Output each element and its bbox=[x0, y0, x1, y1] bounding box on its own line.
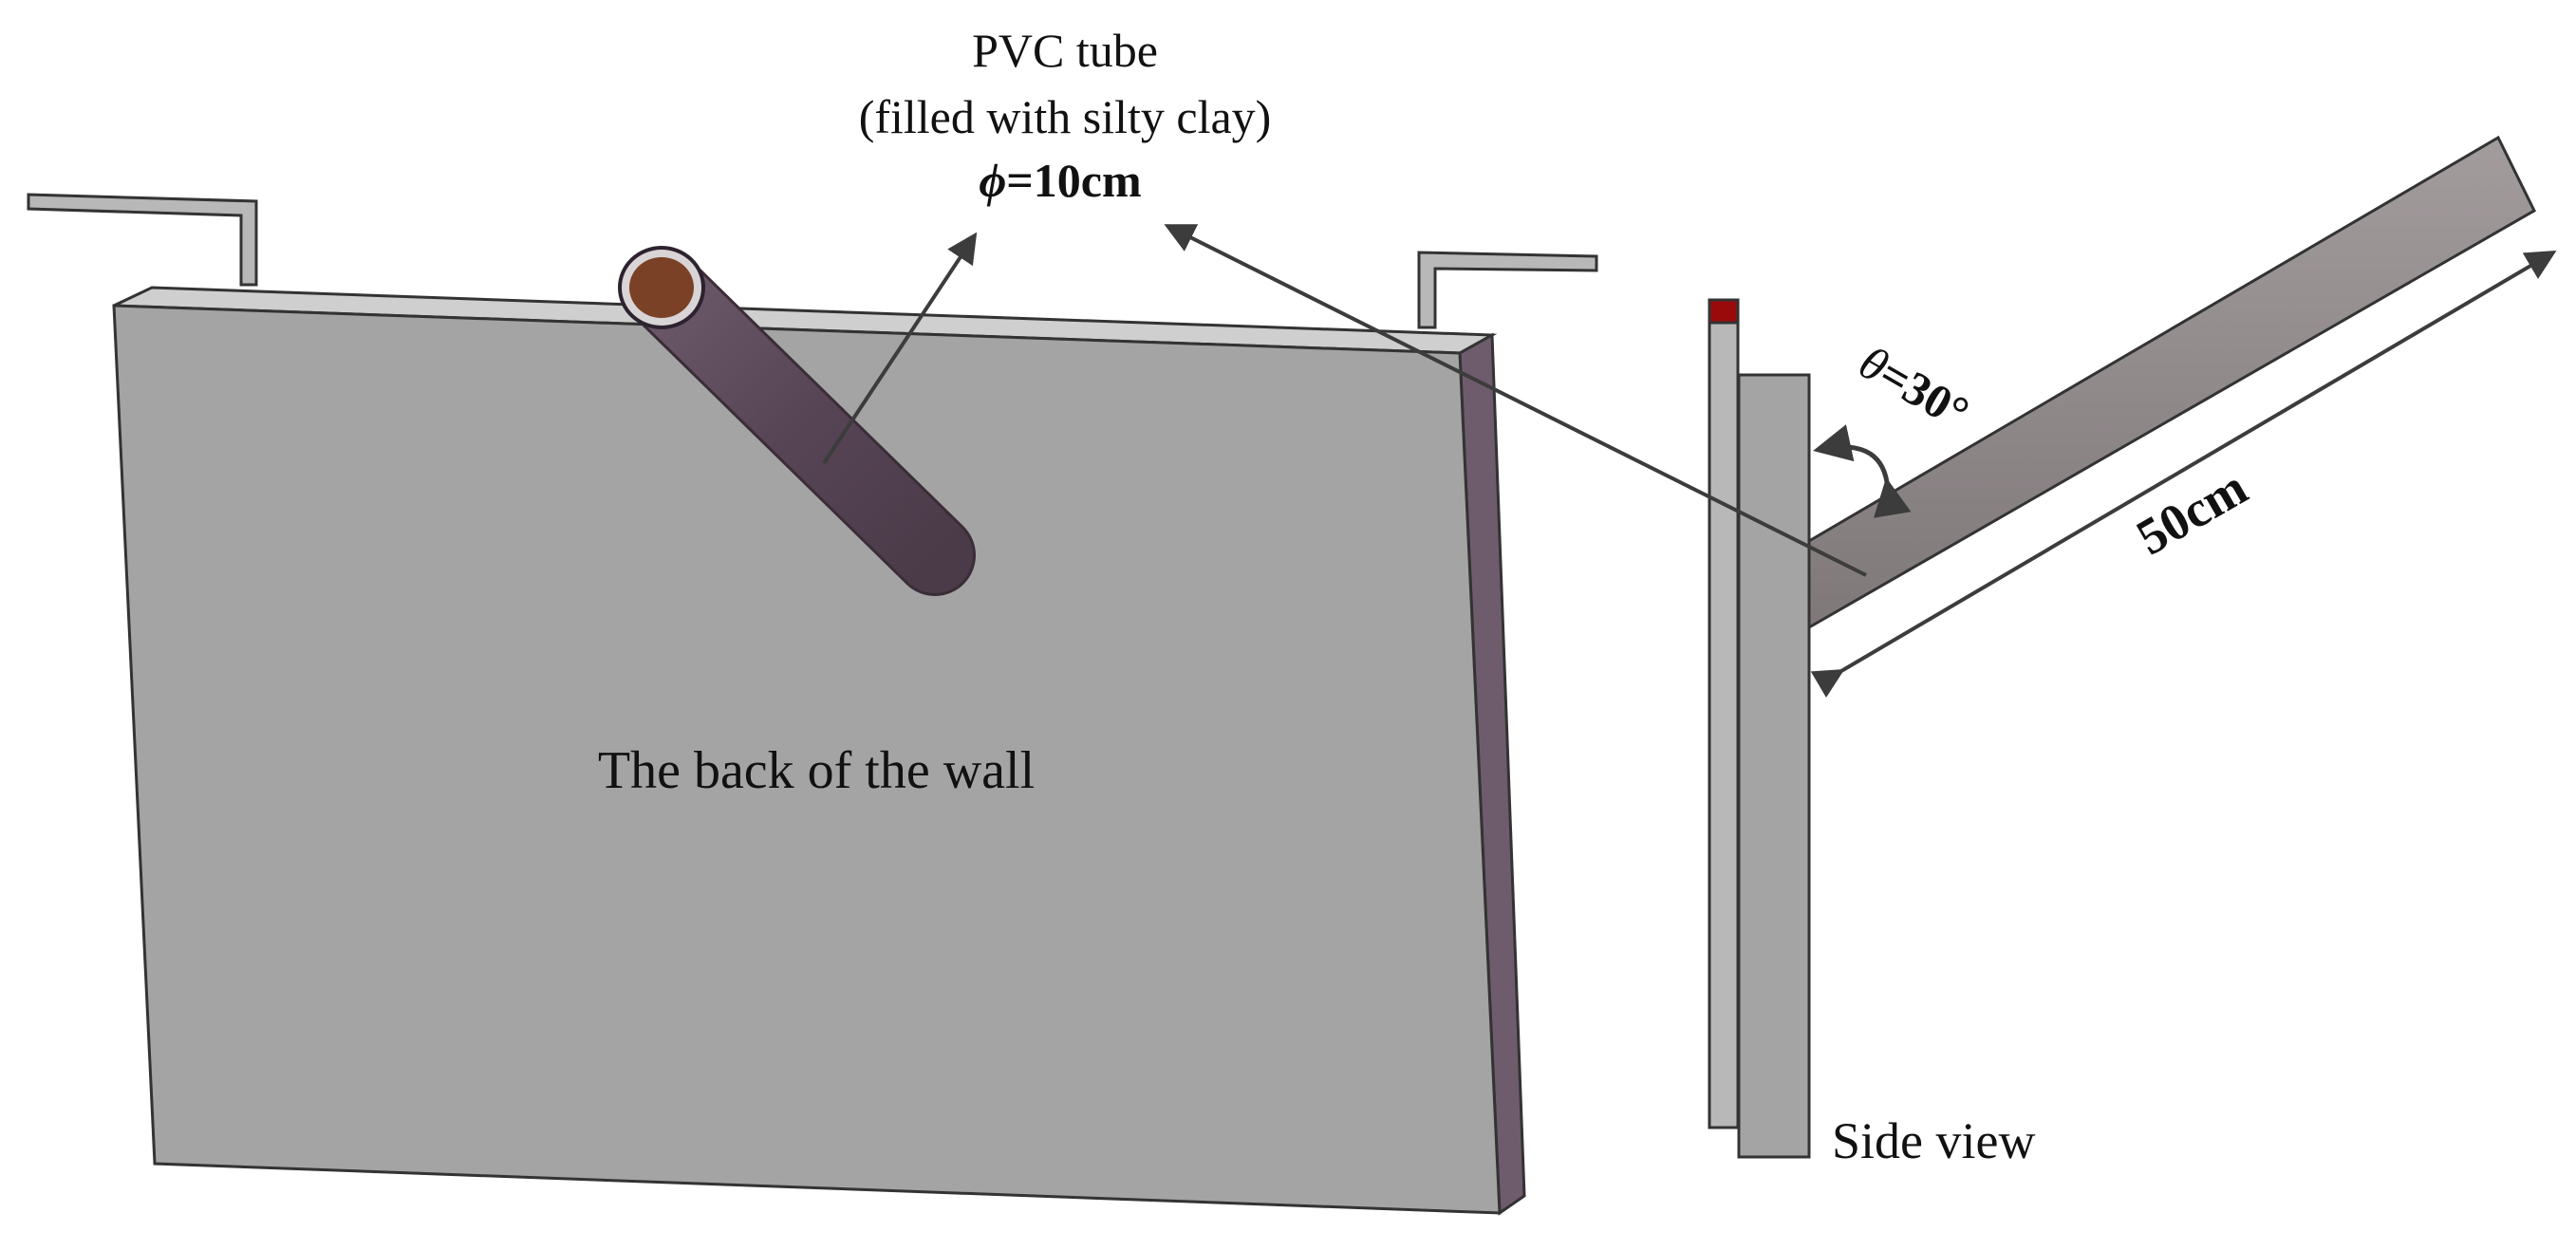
length-dimension-arrow bbox=[1810, 250, 2557, 698]
side-view-red-cap bbox=[1708, 298, 1740, 325]
left-bracket bbox=[27, 193, 258, 287]
diameter-label: ϕ=10cm bbox=[979, 154, 1141, 207]
diameter-symbol: ϕ bbox=[979, 154, 1006, 207]
annotations bbox=[822, 224, 2557, 698]
tube-fill-label: (filled with silty clay) bbox=[859, 90, 1272, 143]
right-bracket bbox=[1417, 251, 1598, 329]
side-view-label: Side view bbox=[1832, 1112, 2035, 1169]
wall-face bbox=[112, 304, 1502, 1215]
side-view-thin-plate bbox=[1708, 321, 1740, 1129]
length-label: 50cm bbox=[2127, 458, 2256, 566]
side-view-wall-section bbox=[1737, 373, 1811, 1159]
pvc-tube-front bbox=[618, 246, 976, 596]
wall-back-label: The back of the wall bbox=[598, 741, 1035, 800]
diameter-value: =10cm bbox=[1006, 154, 1141, 207]
leader-arrow-front bbox=[822, 232, 978, 465]
tube-title-label: PVC tube bbox=[972, 24, 1158, 77]
angle-arrow-icon bbox=[1813, 424, 1912, 518]
wall-side-view bbox=[1708, 135, 2536, 1159]
leader-arrow-side bbox=[1164, 224, 1867, 577]
angle-label: θ=30° bbox=[1851, 335, 1979, 439]
wall-front-view bbox=[27, 193, 1598, 1216]
tube-silty-clay-fill bbox=[629, 257, 694, 318]
